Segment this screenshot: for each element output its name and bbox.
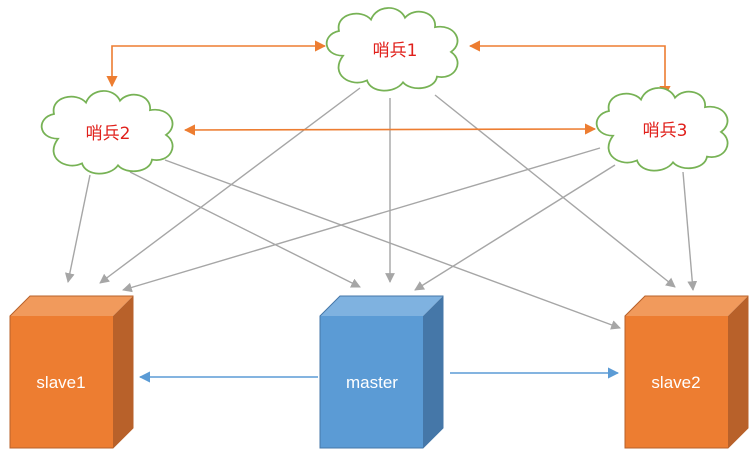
monitor-arrow-s3-to-slave2 [682,171,698,291]
sentinel-link-1-3 [468,40,671,98]
sentinel-1-label: 哨兵1 [373,41,418,61]
slave1-label: slave1 [36,373,85,392]
replication-links [138,367,620,383]
slave1-box-top [10,296,133,316]
monitor-arrow-s3-to-master [414,164,616,291]
slave2-box-side [728,296,748,448]
master-box [319,295,444,449]
sentinel-2-label: 哨兵2 [86,124,131,144]
slave2-box-front [625,316,728,448]
slave2-box-top [625,296,748,316]
monitor-arrow-s2-to-master [129,171,361,288]
slave1-box-side [113,296,133,448]
master-box-top [320,296,443,316]
sentinel-3-label: 哨兵3 [643,121,688,141]
master-box-side [423,296,443,448]
master-box-outline [319,295,444,449]
slave1-box-outline [9,295,134,449]
slave1-box-front [10,316,113,448]
slave2-box-outline [624,295,749,449]
monitor-arrow-s1-to-slave1 [99,87,361,284]
sentinel-links [106,40,671,136]
slave1-box [9,295,134,449]
monitor-arrow-s3-to-slave1 [122,147,601,293]
slave2-box [624,295,749,449]
master-box-front [320,316,423,448]
sentinel-link-2-3 [183,123,597,136]
monitor-arrow-s2-to-slave1 [64,174,91,283]
slave2-label: slave2 [651,373,700,392]
monitor-arrow-s2-to-slave2 [164,159,621,330]
sentinel-link-1-2 [106,40,327,88]
master-label: master [346,373,398,392]
